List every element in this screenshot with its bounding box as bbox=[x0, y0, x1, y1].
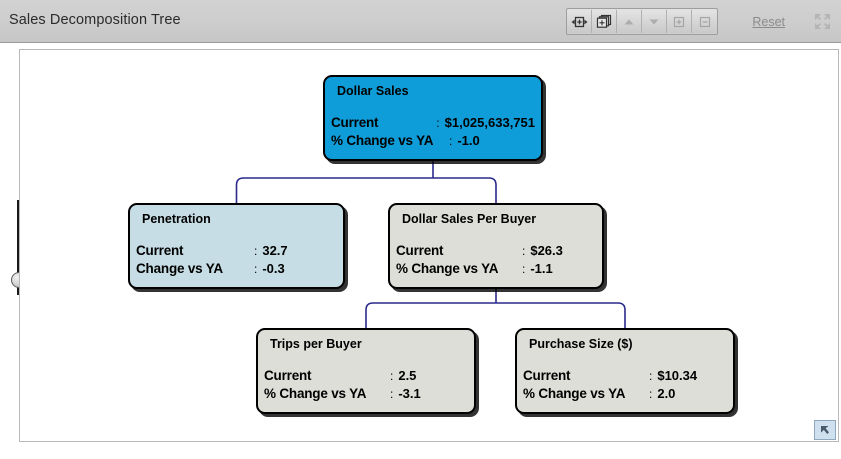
metric-row: % Change vs YA: -1.1 bbox=[396, 261, 596, 279]
metric-label: % Change vs YA bbox=[331, 133, 434, 148]
metric-value: 2.0 bbox=[657, 386, 676, 401]
metric-row: Current: $10.34 bbox=[523, 368, 727, 386]
zoom-in-icon[interactable] bbox=[667, 10, 693, 33]
metric-label: Current bbox=[136, 243, 184, 258]
node-title: Trips per Buyer bbox=[270, 337, 362, 351]
window-header: Sales Decomposition Tree bbox=[0, 0, 841, 43]
zoom-slider-track[interactable] bbox=[17, 200, 20, 295]
toolbar: Reset bbox=[566, 8, 833, 35]
metric-label: Change vs YA bbox=[136, 261, 223, 276]
metric-row: Current:2.5 bbox=[264, 368, 468, 386]
metric-row: % Change vs YA: -3.1 bbox=[264, 386, 468, 404]
connector-link bbox=[433, 177, 497, 203]
collapse-arrow-icon[interactable] bbox=[814, 420, 836, 440]
metric-separator: : bbox=[254, 262, 258, 276]
metric-value: $10.34 bbox=[657, 368, 698, 383]
metric-row: Current: $26.3 bbox=[396, 243, 596, 261]
metric-value: $26.3 bbox=[530, 243, 563, 258]
metric-separator: : bbox=[449, 134, 453, 148]
metric-row: % Change vs YA:2.0 bbox=[523, 386, 727, 404]
reset-button[interactable]: Reset bbox=[752, 14, 785, 29]
node-title: Purchase Size ($) bbox=[529, 337, 633, 351]
metric-row: Change vs YA: -0.3 bbox=[136, 261, 337, 279]
zoom-out-icon[interactable] bbox=[692, 10, 718, 33]
metric-separator: : bbox=[522, 262, 526, 276]
metric-label: Current bbox=[523, 368, 571, 383]
page-title: Sales Decomposition Tree bbox=[9, 12, 181, 28]
metric-value: -0.3 bbox=[262, 261, 285, 276]
node-metrics: Current: $26.3 % Change vs YA: -1.1 bbox=[396, 243, 596, 279]
metric-value: 32.7 bbox=[262, 243, 288, 258]
metric-label: % Change vs YA bbox=[264, 386, 367, 401]
fit-to-width-icon[interactable] bbox=[567, 10, 593, 33]
metric-separator: : bbox=[649, 369, 653, 383]
connector-link bbox=[235, 177, 433, 203]
node-metrics: Current: $1,025,633,751 % Change vs YA: -1.… bbox=[331, 115, 535, 151]
metric-value: $1,025,633,751 bbox=[444, 115, 535, 130]
metric-label: Current bbox=[331, 115, 379, 130]
fullscreen-icon[interactable] bbox=[813, 13, 831, 31]
metric-separator: : bbox=[390, 369, 394, 383]
node-metrics: Current:2.5% Change vs YA:-3.1 bbox=[264, 368, 468, 404]
metric-row: % Change vs YA: -1.0 bbox=[331, 133, 535, 151]
node-title: Dollar Sales Per Buyer bbox=[402, 212, 537, 226]
node-title: Dollar Sales bbox=[337, 84, 409, 98]
tree-node-purchase-size[interactable]: Purchase Size ($) Current: $10.34 % Change … bbox=[515, 328, 735, 414]
node-metrics: Current: $10.34 % Change vs YA:2.0 bbox=[523, 368, 727, 404]
metric-separator: : bbox=[436, 116, 440, 130]
metric-label: % Change vs YA bbox=[396, 261, 499, 276]
node-title: Penetration bbox=[142, 212, 211, 226]
arrow-down-icon[interactable] bbox=[642, 10, 668, 33]
metric-separator: : bbox=[254, 244, 258, 258]
metric-separator: : bbox=[522, 244, 526, 258]
toolbar-button-group bbox=[566, 8, 719, 35]
metric-label: Current bbox=[396, 243, 444, 258]
metric-label: % Change vs YA bbox=[523, 386, 626, 401]
arrow-up-icon[interactable] bbox=[617, 10, 643, 33]
metric-row: Current: $1,025,633,751 bbox=[331, 115, 535, 133]
metric-label: Current bbox=[264, 368, 312, 383]
metric-value: -3.1 bbox=[398, 386, 421, 401]
connector-link bbox=[496, 302, 626, 328]
connector-link bbox=[365, 302, 496, 328]
metric-value: -1.1 bbox=[530, 261, 553, 276]
metric-value: 2.5 bbox=[398, 368, 417, 383]
metric-row: Current:32.7 bbox=[136, 243, 337, 261]
metric-separator: : bbox=[649, 387, 653, 401]
copy-layers-icon[interactable] bbox=[592, 10, 618, 33]
metric-separator: : bbox=[390, 387, 394, 401]
metric-value: -1.0 bbox=[457, 133, 480, 148]
